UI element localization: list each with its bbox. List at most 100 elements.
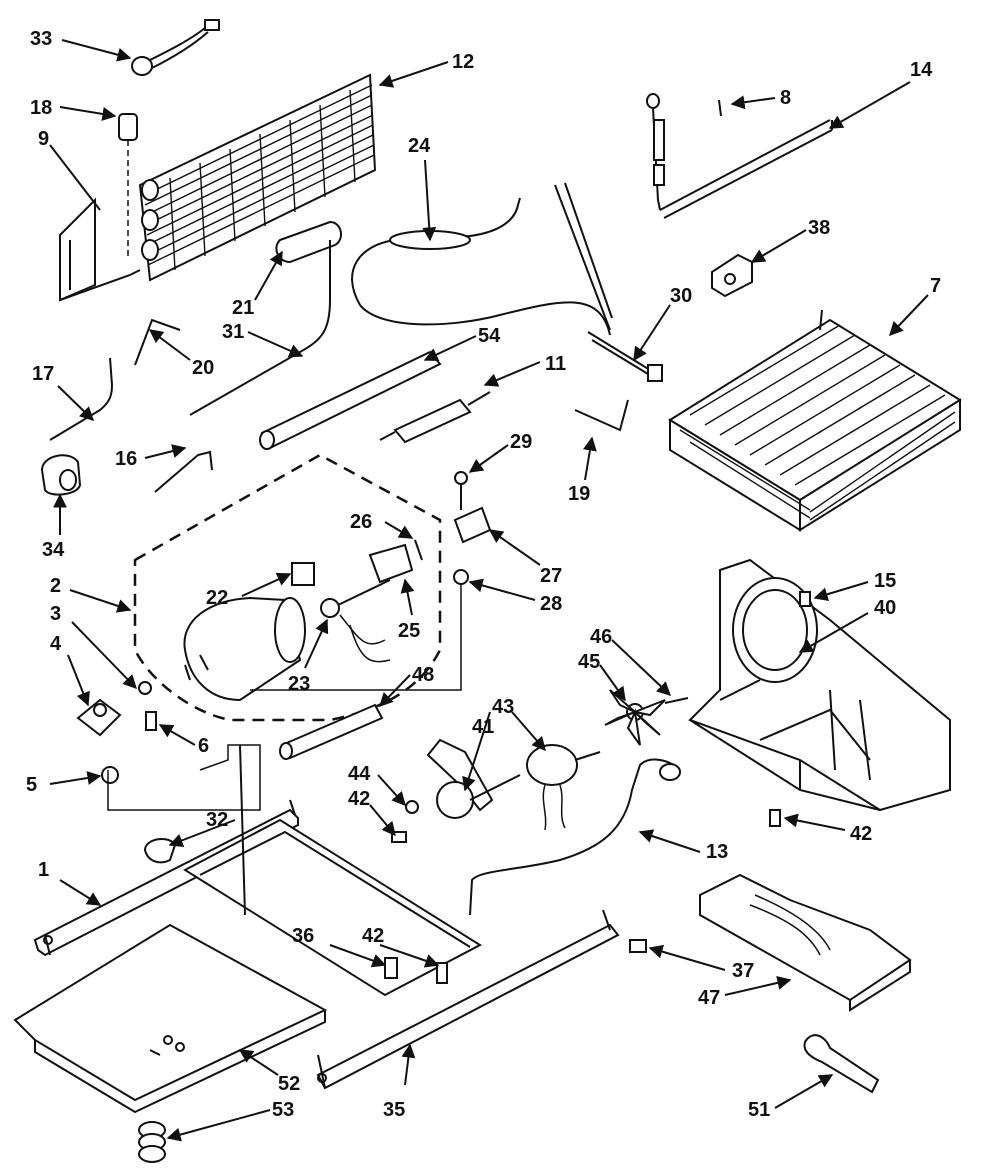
callout-6: 6 bbox=[198, 735, 209, 757]
part-7-evaporator bbox=[668, 309, 962, 532]
callout-40: 40 bbox=[874, 597, 896, 619]
part-41-bracket bbox=[426, 738, 521, 819]
callout-42-motor: 42 bbox=[348, 788, 370, 810]
callout-38: 38 bbox=[808, 217, 830, 239]
part-48-insulation bbox=[279, 703, 384, 760]
part-25-overload bbox=[368, 539, 423, 584]
callout-25: 25 bbox=[398, 620, 420, 642]
mount-outline bbox=[107, 744, 261, 811]
base-crossmember bbox=[182, 744, 483, 997]
callout-23: 23 bbox=[288, 673, 310, 695]
callout-32: 32 bbox=[206, 809, 228, 831]
callout-16: 16 bbox=[115, 448, 137, 470]
callout-42-base: 42 bbox=[362, 925, 384, 947]
callout-48: 48 bbox=[412, 664, 434, 686]
callout-2: 2 bbox=[50, 575, 61, 597]
part-17-tube bbox=[49, 357, 114, 441]
part-15-screw bbox=[799, 591, 811, 607]
compressor-group-outline bbox=[133, 453, 442, 722]
callout-44: 44 bbox=[348, 763, 371, 785]
callout-30: 30 bbox=[670, 285, 692, 307]
part-6-screw bbox=[145, 711, 157, 731]
part-4-bracket bbox=[76, 698, 122, 737]
callout-52: 52 bbox=[278, 1073, 300, 1095]
callout-4: 4 bbox=[50, 633, 62, 655]
part-51-hose bbox=[803, 1034, 880, 1094]
callout-33: 33 bbox=[30, 28, 52, 50]
part-53-spring bbox=[138, 1121, 166, 1163]
part-5-grommet bbox=[101, 766, 119, 784]
part-13-drain-tube bbox=[469, 758, 681, 916]
part-21-drier bbox=[275, 220, 342, 264]
part-3-grommet bbox=[138, 681, 152, 695]
callout-20: 20 bbox=[192, 357, 214, 379]
callout-27: 27 bbox=[540, 565, 562, 587]
part-34-sleeve bbox=[40, 454, 82, 496]
part-16-tube bbox=[154, 450, 213, 493]
callout-45: 45 bbox=[578, 651, 600, 673]
callout-labels: 33 12 18 9 24 8 14 38 21 31 20 17 54 30 … bbox=[26, 28, 941, 1121]
callout-18: 18 bbox=[30, 97, 52, 119]
callout-47: 47 bbox=[698, 987, 720, 1009]
part-24-heat-exchanger bbox=[351, 182, 613, 336]
part-19-tube bbox=[574, 399, 629, 432]
part-18-screw bbox=[118, 113, 138, 260]
callout-54: 54 bbox=[478, 325, 501, 347]
callout-15: 15 bbox=[874, 570, 896, 592]
callout-11: 11 bbox=[545, 353, 566, 375]
part-32-clip bbox=[143, 838, 177, 864]
part-38-clip bbox=[711, 253, 753, 298]
part-35-base-rail bbox=[316, 909, 620, 1090]
callout-13: 13 bbox=[706, 841, 728, 863]
callout-22: 22 bbox=[206, 587, 228, 609]
callout-26: 26 bbox=[350, 511, 372, 533]
part-11-valve bbox=[379, 391, 491, 444]
callout-51: 51 bbox=[748, 1099, 770, 1121]
part-33-wire-harness bbox=[131, 19, 220, 76]
callout-37: 37 bbox=[732, 960, 754, 982]
callout-46: 46 bbox=[590, 626, 612, 648]
callout-34: 34 bbox=[42, 539, 65, 561]
callout-17: 17 bbox=[32, 363, 54, 385]
callout-1: 1 bbox=[38, 859, 49, 881]
part-52-cover-plate bbox=[13, 923, 328, 1114]
part-14-defrost-heater bbox=[646, 93, 833, 219]
part-54-insulation bbox=[259, 350, 442, 450]
callout-42-right: 42 bbox=[850, 823, 872, 845]
callout-19: 19 bbox=[568, 483, 590, 505]
part-20-tube bbox=[134, 318, 181, 366]
callout-29: 29 bbox=[510, 431, 532, 453]
callout-21: 21 bbox=[232, 297, 254, 319]
callout-43: 43 bbox=[492, 696, 514, 718]
part-42-screw-a bbox=[391, 831, 407, 843]
part-42-screw-c bbox=[436, 962, 448, 984]
callout-24: 24 bbox=[408, 135, 431, 157]
leader-lines bbox=[49, 39, 929, 1142]
callout-9: 9 bbox=[38, 128, 49, 150]
callout-36: 36 bbox=[292, 925, 314, 947]
callout-5: 5 bbox=[26, 774, 37, 796]
part-30-thermistor bbox=[587, 331, 663, 382]
part-47-drain-pan bbox=[699, 873, 912, 1012]
part-36-screw bbox=[384, 957, 398, 979]
callout-8: 8 bbox=[780, 87, 791, 109]
part-45-fan-blade bbox=[604, 689, 689, 746]
part-43-fan-motor bbox=[526, 744, 601, 831]
callout-41: 41 bbox=[472, 716, 494, 738]
part-2-compressor bbox=[183, 596, 306, 702]
callout-28: 28 bbox=[540, 593, 562, 615]
part-40-housing bbox=[688, 558, 951, 812]
callout-12: 12 bbox=[452, 51, 474, 73]
part-37-screw bbox=[629, 939, 647, 953]
part-44-grommet bbox=[405, 800, 419, 814]
part-22-relay bbox=[291, 562, 315, 586]
callout-53: 53 bbox=[272, 1099, 294, 1121]
part-23-connector bbox=[320, 579, 391, 663]
callout-31: 31 bbox=[222, 321, 244, 343]
callout-35: 35 bbox=[383, 1099, 405, 1121]
part-31-tube bbox=[189, 240, 331, 416]
callout-7: 7 bbox=[930, 275, 941, 297]
part-42-screw-b bbox=[769, 809, 781, 827]
part-12-condenser bbox=[59, 73, 377, 302]
